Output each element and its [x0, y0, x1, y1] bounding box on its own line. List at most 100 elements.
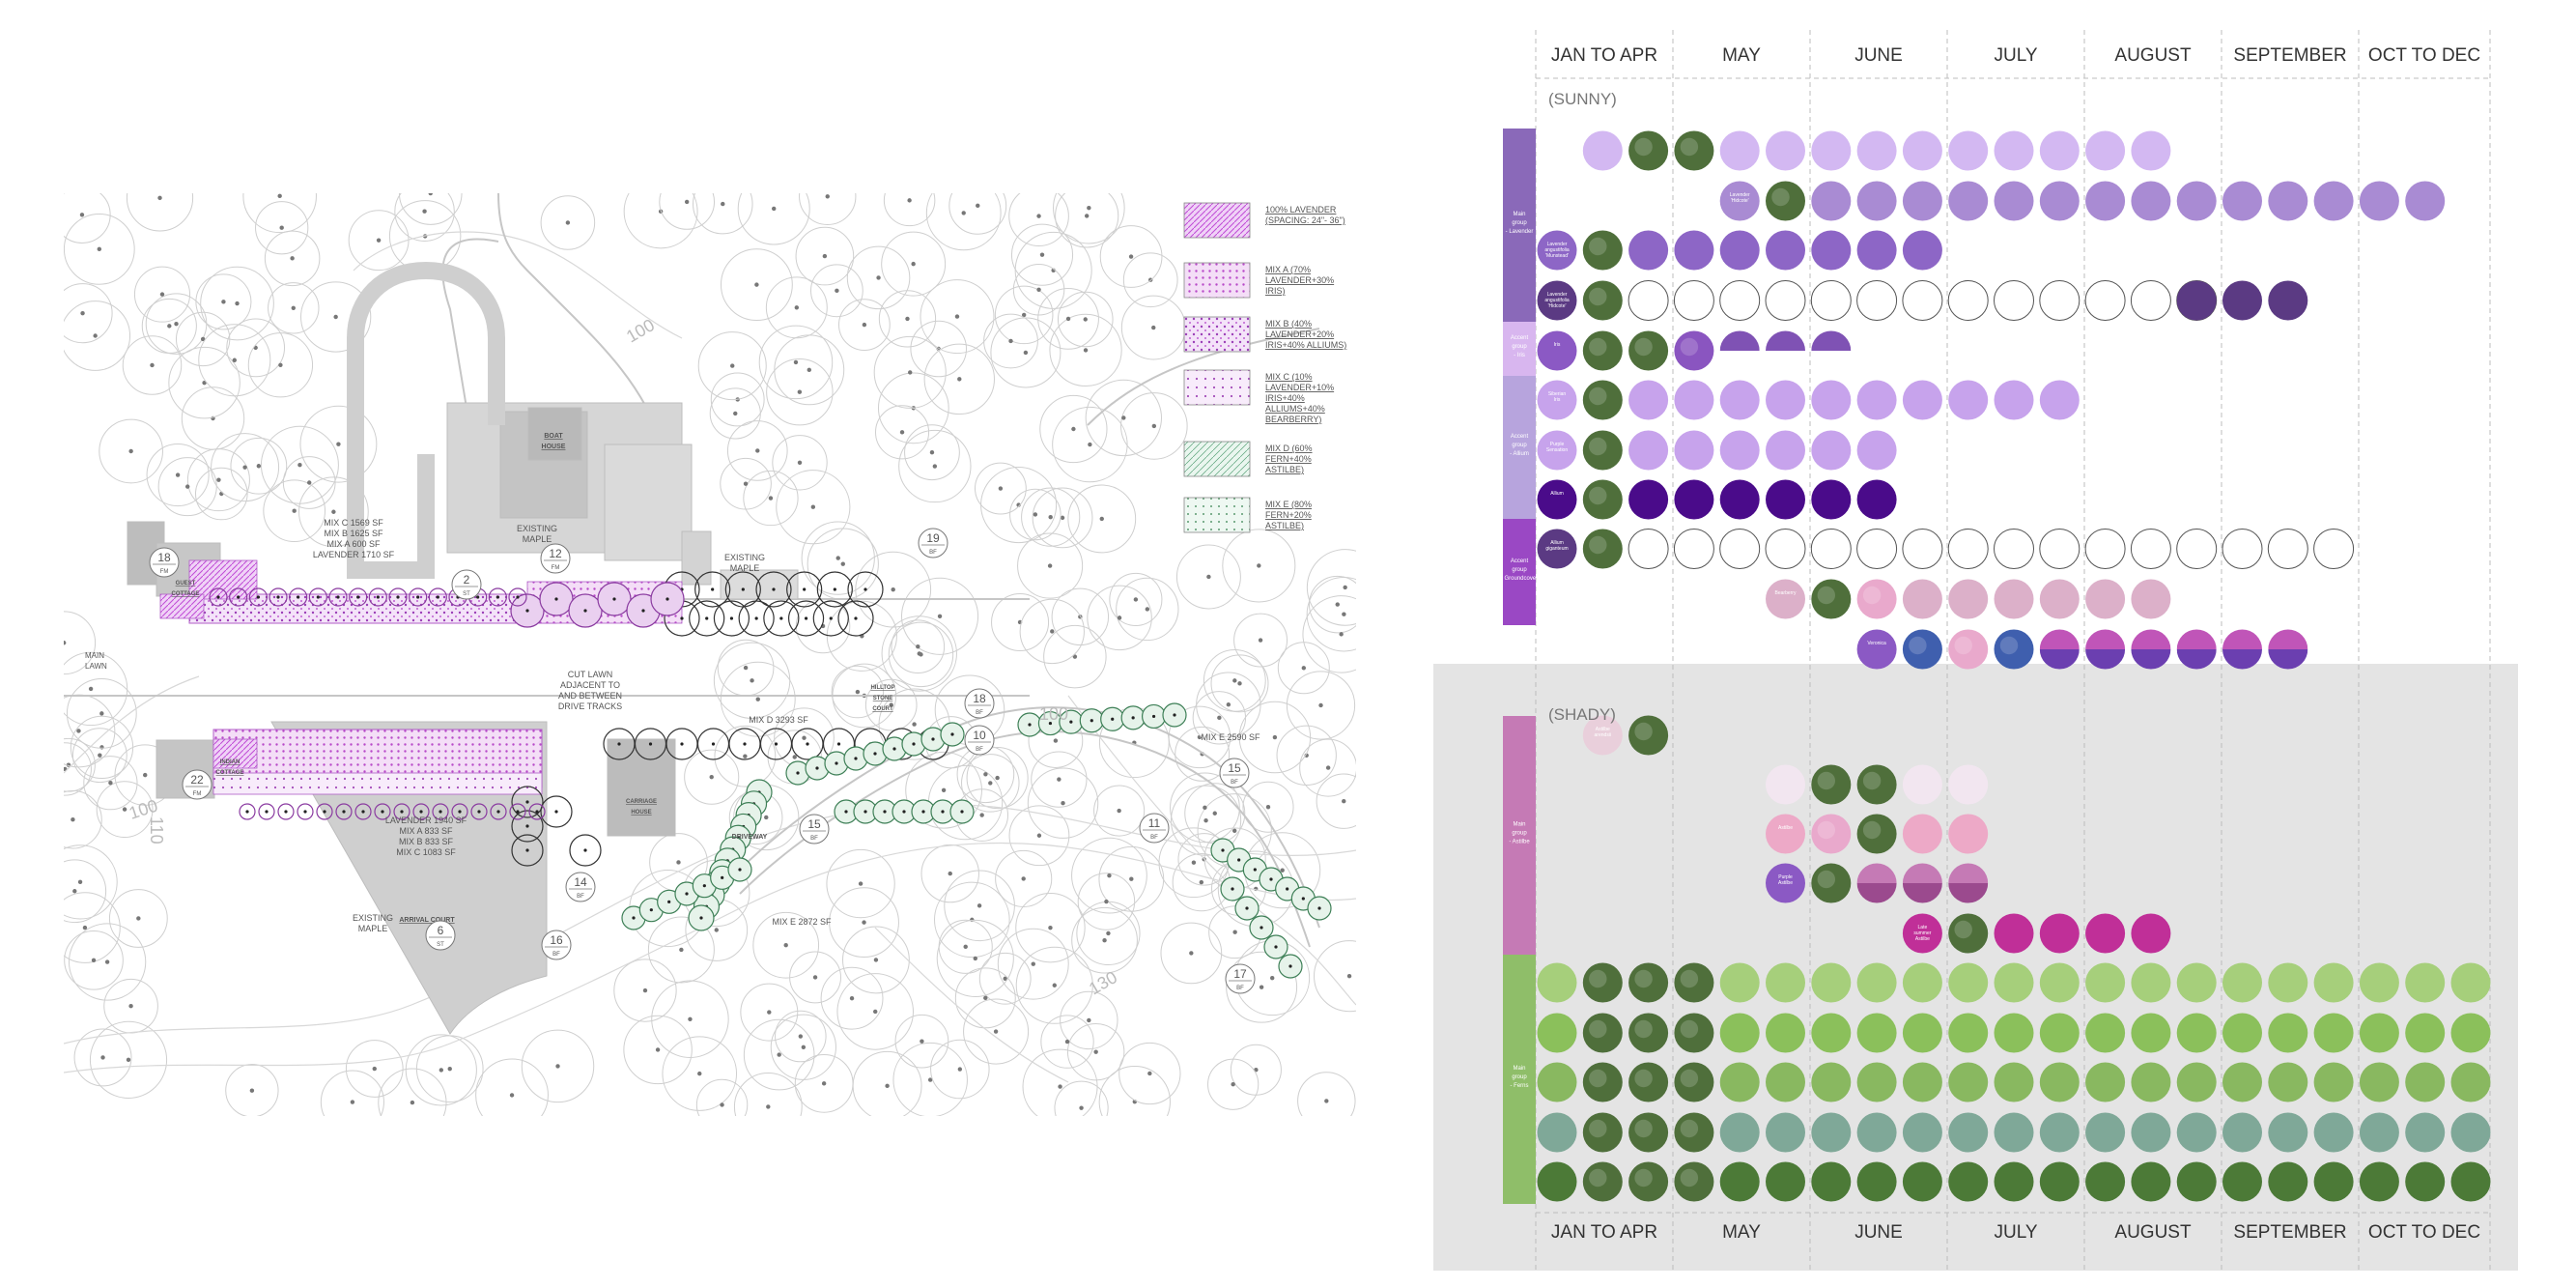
- shrub: [412, 803, 430, 820]
- tree-canopy: [168, 346, 241, 419]
- bloom-dot: [1674, 230, 1714, 271]
- month-label: JAN TO APR: [1551, 45, 1657, 66]
- shrub-center: [617, 742, 621, 746]
- shrub-center: [1253, 868, 1257, 872]
- bloom-dot: [2085, 1112, 2126, 1153]
- tree-canopy: [920, 279, 995, 355]
- tree-trunk: [873, 1009, 878, 1015]
- bloom-dot: [2131, 913, 2171, 954]
- shrub-center: [381, 810, 384, 814]
- group-bar-label: - Iris: [1514, 353, 1525, 358]
- tree-canopy: [1242, 781, 1294, 833]
- legend-text: 100% LAVENDER: [1265, 205, 1337, 215]
- legend-text: LAVENDER+20%: [1265, 329, 1334, 339]
- plant-photo: [1582, 1062, 1623, 1102]
- bloom-dot: [2222, 962, 2262, 1003]
- bloom-dot: [2222, 1013, 2262, 1053]
- tree-canopy: [1040, 1015, 1094, 1069]
- tree-trunk: [954, 314, 960, 319]
- tree-canopy: [693, 193, 753, 235]
- plant-photo-highlight: [1680, 1069, 1699, 1088]
- tree-trunk: [157, 195, 162, 201]
- plan-label: LAWN: [85, 662, 107, 671]
- shrub: [388, 587, 408, 607]
- legend-text: LAVENDER+30%: [1265, 275, 1334, 285]
- tree-canopy: [540, 195, 596, 250]
- tree-trunk: [1117, 615, 1122, 620]
- tree-canopy: [883, 193, 936, 227]
- tree-trunk: [336, 442, 341, 446]
- tree-trunk: [793, 359, 799, 365]
- tree-canopy: [938, 919, 993, 974]
- bloom-dot-empty: [1902, 280, 1943, 321]
- bloom-dot: [1811, 1112, 1852, 1153]
- bloom-dot-empty: [2130, 529, 2171, 569]
- tree-canopy: [1207, 1058, 1260, 1110]
- shrub-center: [1260, 926, 1263, 930]
- shrub-center: [525, 609, 529, 613]
- plan-label: CUT LAWN: [568, 670, 613, 679]
- bloom-dot: [1719, 230, 1760, 271]
- shrub-center: [950, 732, 954, 736]
- tree-canopy: [720, 248, 793, 322]
- tree-trunk: [1259, 985, 1264, 989]
- tree-canopy: [64, 283, 113, 344]
- tree-canopy: [64, 301, 131, 371]
- tree-canopy: [997, 928, 1069, 1000]
- tree-canopy: [1276, 725, 1337, 786]
- bloom-dot: [2085, 1013, 2126, 1053]
- tree-trunk: [835, 288, 839, 294]
- tree-trunk: [798, 1034, 804, 1039]
- plant-label-dot: [1537, 1013, 1577, 1053]
- legend-text: ASTILBE): [1265, 521, 1304, 530]
- tree-marker: [1225, 963, 1256, 994]
- bloom-dot: [2039, 181, 2080, 221]
- shrub-center: [516, 810, 520, 814]
- tree-canopy: [820, 966, 884, 1030]
- tree-trunk: [755, 448, 760, 453]
- shrub-center: [844, 810, 848, 814]
- tree-canopy: [64, 651, 128, 727]
- bloom-dot: [2313, 1062, 2354, 1102]
- tree-canopy: [198, 324, 271, 397]
- bloom-dot: [2176, 1013, 2217, 1053]
- group-bar: [1503, 322, 1536, 376]
- bloom-dot: [2039, 1013, 2080, 1053]
- tree-marker-type: ST: [463, 591, 470, 597]
- shrub-center: [1245, 906, 1249, 910]
- legend-text: ASTILBE): [1265, 465, 1304, 474]
- tree-canopy: [1019, 598, 1085, 665]
- tree-trunk: [1325, 765, 1331, 770]
- tree-canopy: [697, 331, 767, 401]
- tree-trunk: [1270, 975, 1275, 981]
- plant-photo-highlight: [1634, 1119, 1653, 1138]
- plant-name: Siberian: [1548, 391, 1567, 397]
- tree-trunk: [100, 1055, 105, 1060]
- plan-label: LAVENDER 1940 SF: [385, 816, 467, 825]
- bloom-dot-top: [1766, 330, 1805, 351]
- tree-marker-type: BF: [577, 894, 584, 900]
- tree-canopy: [1316, 773, 1356, 829]
- shrub-center: [316, 595, 320, 599]
- plant-name: Purple: [1550, 442, 1565, 447]
- tree-marker: [1139, 813, 1170, 844]
- bloom-dot: [1902, 1112, 1942, 1153]
- bloom-dot: [2268, 962, 2308, 1003]
- plant-photo: [1811, 814, 1852, 854]
- shrub-center: [1269, 877, 1273, 881]
- tree-trunk: [822, 253, 828, 259]
- plan-background: [64, 193, 1356, 1116]
- legend-text: IRIS): [1265, 286, 1286, 296]
- bloom-dot: [1628, 430, 1669, 471]
- tree-canopy: [910, 320, 968, 378]
- tree-trunk: [995, 775, 1000, 781]
- shrub-center: [396, 595, 400, 599]
- bloom-dot: [1856, 1013, 1897, 1053]
- tree-canopy: [378, 1068, 447, 1116]
- bloom-dot: [1811, 479, 1852, 520]
- bloom-dot-empty: [1628, 529, 1669, 569]
- bloom-dot: [2222, 1161, 2262, 1202]
- shrub-center: [361, 810, 365, 814]
- plant-photo: [1674, 1161, 1714, 1202]
- plant-photo-highlight: [1589, 386, 1607, 406]
